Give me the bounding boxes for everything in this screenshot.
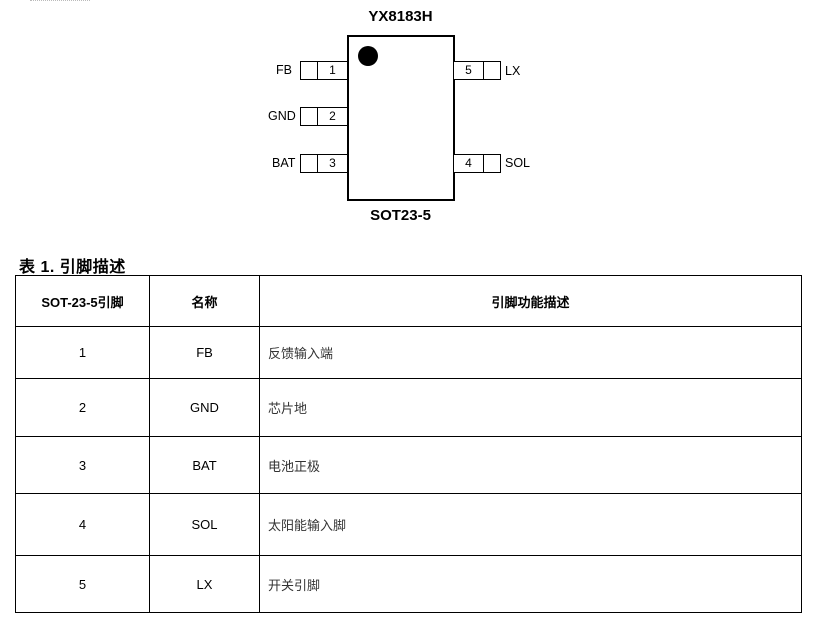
pin-lead: [300, 154, 318, 173]
package-label: SOT23-5: [370, 207, 431, 224]
pin-name: FB: [276, 63, 292, 77]
cell-description: 太阳能输入脚: [259, 493, 802, 556]
pin-name: SOL: [505, 156, 531, 170]
table-caption: 表 1. 引脚描述: [19, 259, 126, 276]
pin-description-table: SOT-23-5引脚 名称 引脚功能描述 1 FB 反馈输入端 2 GND 芯片…: [15, 275, 802, 613]
page-top-artifact: [30, 0, 90, 3]
pin-name: BAT: [272, 156, 296, 170]
table-row: 4 SOL 太阳能输入脚: [15, 493, 802, 556]
header-pin: SOT-23-5引脚: [15, 275, 150, 327]
cell-description: 反馈输入端: [259, 326, 802, 379]
cell-pin: 5: [15, 555, 150, 613]
pin-number: 5: [465, 63, 472, 77]
cell-description: 芯片地: [259, 378, 802, 437]
table-row: 1 FB 反馈输入端: [15, 326, 802, 379]
cell-pin: 3: [15, 436, 150, 494]
cell-pin: 4: [15, 493, 150, 556]
table-row: 5 LX 开关引脚: [15, 555, 802, 613]
pin-number: 3: [329, 156, 336, 170]
pin-pad: [317, 154, 348, 173]
pin-pad: [317, 107, 348, 126]
cell-description: 电池正极: [259, 436, 802, 494]
table-row: 2 GND 芯片地: [15, 378, 802, 437]
pin-pad: [317, 61, 348, 80]
cell-name: GND: [149, 378, 260, 437]
pin-lead: [483, 61, 501, 80]
chip-name: YX8183H: [368, 8, 433, 25]
pin-name: GND: [268, 109, 296, 123]
pin-lead: [300, 61, 318, 80]
cell-name: FB: [149, 326, 260, 379]
cell-pin: 1: [15, 326, 150, 379]
pin-lead: [300, 107, 318, 126]
pin-number: 1: [329, 63, 336, 77]
cell-name: SOL: [149, 493, 260, 556]
cell-name: BAT: [149, 436, 260, 494]
table-row: 3 BAT 电池正极: [15, 436, 802, 494]
cell-description: 开关引脚: [259, 555, 802, 613]
header-name: 名称: [149, 275, 260, 327]
pin1-indicator-dot: [358, 46, 378, 66]
cell-name: LX: [149, 555, 260, 613]
cell-pin: 2: [15, 378, 150, 437]
pin-lead: [483, 154, 501, 173]
pin-name: LX: [505, 64, 521, 78]
pin-number: 2: [329, 109, 336, 123]
pin-number: 4: [465, 156, 472, 170]
table-header-row: SOT-23-5引脚 名称 引脚功能描述: [15, 275, 802, 327]
header-description: 引脚功能描述: [259, 275, 802, 327]
